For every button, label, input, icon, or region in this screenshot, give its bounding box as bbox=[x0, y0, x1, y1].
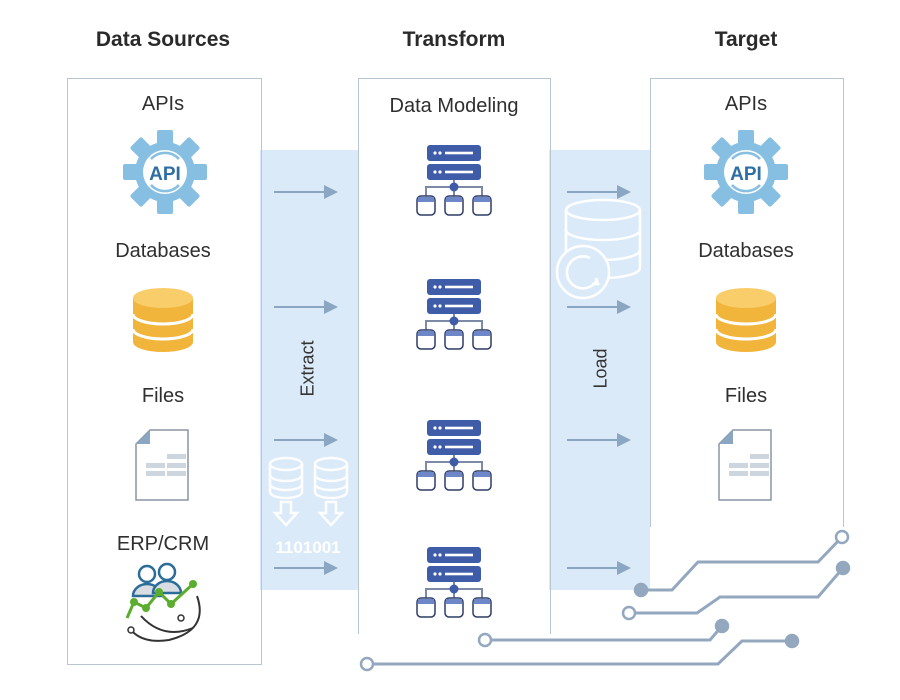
arrow-icon bbox=[273, 299, 339, 315]
target-header: Target bbox=[714, 28, 778, 51]
transform-header: Transform bbox=[402, 28, 506, 51]
server-hierarchy-icon bbox=[416, 144, 492, 216]
source-databases-label: Databases bbox=[115, 240, 211, 262]
target-files-label: Files bbox=[724, 385, 768, 407]
target-apis-label: APIs bbox=[724, 93, 768, 115]
arrow-icon bbox=[566, 184, 632, 200]
data-modeling-label: Data Modeling bbox=[389, 95, 519, 117]
server-hierarchy-icon bbox=[416, 278, 492, 350]
source-apis-label: APIs bbox=[141, 93, 185, 115]
arrow-icon bbox=[273, 560, 339, 576]
target-column bbox=[650, 78, 844, 527]
target-databases-label: Databases bbox=[698, 240, 794, 262]
target-database-icon bbox=[714, 286, 778, 354]
arrow-icon bbox=[566, 560, 632, 576]
source-file-icon bbox=[135, 429, 189, 501]
source-erp-crm-label: ERP/CRM bbox=[116, 533, 210, 555]
server-hierarchy-icon bbox=[416, 419, 492, 491]
extract-band bbox=[260, 150, 358, 590]
source-api-icon-text: API bbox=[149, 164, 181, 185]
target-api-icon-text: API bbox=[730, 164, 762, 185]
server-hierarchy-icon bbox=[416, 546, 492, 618]
source-database-icon bbox=[131, 286, 195, 354]
transform-column bbox=[358, 78, 551, 634]
circuit-nodes bbox=[359, 529, 851, 672]
arrow-icon bbox=[566, 432, 632, 448]
load-database-refresh-icon bbox=[555, 198, 642, 300]
extract-arrows bbox=[273, 184, 339, 576]
arrow-icon bbox=[273, 184, 339, 200]
sources-column bbox=[67, 78, 262, 665]
sources-header: Data Sources bbox=[95, 28, 231, 51]
source-files-label: Files bbox=[141, 385, 185, 407]
extract-databases-binary-icon bbox=[268, 456, 349, 527]
erp-crm-icon bbox=[125, 562, 201, 642]
binary-text: 1101001 bbox=[275, 538, 340, 557]
load-arrows bbox=[566, 184, 632, 576]
arrow-icon bbox=[566, 299, 632, 315]
target-file-icon bbox=[718, 429, 772, 501]
arrow-icon bbox=[273, 432, 339, 448]
